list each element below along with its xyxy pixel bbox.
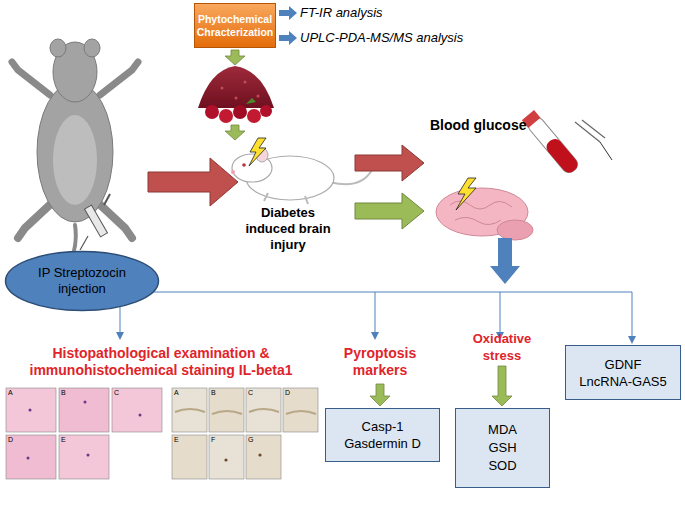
section-heading: Oxidative stress xyxy=(452,330,552,364)
blood-tube xyxy=(522,110,612,175)
marker-box: GDNFLncRNA-GAS5 xyxy=(565,345,681,400)
panel-letter: E xyxy=(174,436,184,444)
green-arrow xyxy=(492,366,512,406)
branch-line xyxy=(375,292,376,336)
analysis-label: FT-IR analysis xyxy=(300,5,480,20)
diabetic-rat xyxy=(231,138,372,204)
panel-letter: G xyxy=(248,436,258,444)
green-arrow xyxy=(355,193,424,229)
node-text: Casp-1 xyxy=(328,418,438,435)
panel-letter: C xyxy=(248,389,258,397)
cranberry-powder xyxy=(198,66,274,123)
ihc-micrographs xyxy=(172,388,318,479)
section-heading: Pyroptosis markers xyxy=(330,345,430,379)
panel-letter: A xyxy=(8,389,18,397)
green-arrow xyxy=(370,384,390,406)
branch-line xyxy=(120,292,632,293)
panel-letter: A xyxy=(174,389,184,397)
blue-arrow xyxy=(279,6,297,20)
node-text: GDNF xyxy=(567,356,679,373)
brain-illustration xyxy=(436,178,533,240)
panel-letter: E xyxy=(61,436,71,444)
condition-label: Diabetes induced brain injury xyxy=(238,205,338,253)
panel-letter: D xyxy=(285,389,295,397)
node-text: IP Streptozocin injection xyxy=(27,265,137,297)
ellipse-shape xyxy=(6,252,159,311)
he-micrographs xyxy=(6,388,162,479)
panel-letter: B xyxy=(61,389,71,397)
rat-figure xyxy=(12,39,138,262)
measure-label: Blood glucose xyxy=(430,117,550,133)
node-text: SOD xyxy=(458,457,548,475)
red-arrow xyxy=(148,158,238,206)
branch-line xyxy=(632,292,633,340)
marker-box: MDAGSHSOD xyxy=(455,408,550,488)
syringe xyxy=(80,194,110,250)
panel-letter: C xyxy=(114,389,124,397)
green-arrow xyxy=(225,50,245,65)
blue-arrow xyxy=(490,238,520,284)
node-text: MDA xyxy=(458,421,548,439)
node-text: GSH xyxy=(458,439,548,457)
panel-letter: D xyxy=(8,436,18,444)
process-box: Phytochemical Chracterization xyxy=(194,3,276,48)
analysis-label: UPLC-PDA-MS/MS analysis xyxy=(300,30,520,45)
section-heading: Histopathological examination & immunohi… xyxy=(0,345,322,379)
branch-line xyxy=(500,292,501,336)
injection-ellipse: IP Streptozocin injection xyxy=(4,250,160,312)
blue-arrow xyxy=(279,31,297,45)
node-text: Gasdermin D xyxy=(328,435,438,452)
panel-letter: F xyxy=(211,436,221,444)
marker-box: Casp-1Gasdermin D xyxy=(325,408,440,462)
panel-letter: B xyxy=(211,389,221,397)
green-arrow xyxy=(225,125,245,140)
node-text: LncRNA-GAS5 xyxy=(567,373,679,390)
node-text: Phytochemical Chracterization xyxy=(195,13,275,39)
red-arrow xyxy=(355,145,424,181)
